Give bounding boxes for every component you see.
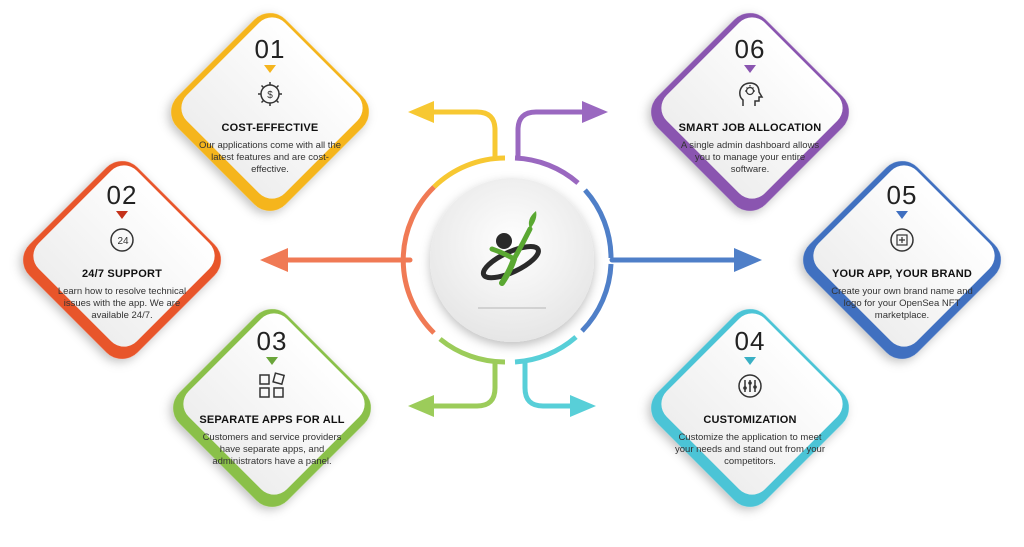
diamond-face (183, 313, 365, 495)
chevron-down-icon (744, 357, 756, 365)
card-number: 02 (106, 180, 138, 210)
card-number: 03 (256, 326, 288, 356)
card-02: 02 24 24/7 SUPPORT Learn how to resolve … (12, 182, 232, 322)
ring-segment-cyan (514, 335, 578, 365)
arrow-head-02 (260, 248, 288, 272)
card-title: SMART JOB ALLOCATION (678, 122, 822, 134)
card-title: COST-EFFECTIVE (221, 122, 319, 134)
card-title: 24/7 SUPPORT (81, 268, 163, 280)
gear-sliders-icon (738, 374, 762, 398)
diamond-frame-01 (171, 13, 369, 211)
arrow-head-06 (582, 101, 608, 123)
ring-segment-green (438, 337, 506, 365)
arrow-head-01 (408, 101, 434, 123)
diamond-frame-06 (651, 13, 849, 211)
person-leaf-logo-icon (480, 211, 541, 286)
card-04: 04 CUSTOMIZATION Customize the applicati… (640, 328, 860, 468)
svg-text:24: 24 (117, 236, 129, 247)
card-description: Our applications come with all the lates… (198, 140, 342, 175)
arrow-to-01 (429, 109, 498, 161)
card-number: 04 (734, 326, 766, 356)
diamond-face (661, 313, 843, 495)
diamond-frame-05 (803, 161, 1001, 359)
svg-text:$: $ (267, 90, 273, 101)
chevron-down-icon (264, 65, 276, 73)
card-number: 05 (886, 180, 918, 210)
card-description: Customers and service providers have sep… (202, 432, 342, 467)
chevron-down-icon (896, 211, 908, 219)
card-03: 03 SEPARATE APPS FOR ALL Customers and s… (162, 328, 382, 468)
diamond-face (33, 165, 215, 347)
ring-segment-blue-upper (583, 188, 614, 259)
card-01: 01 $ COST-EFFECTIVE Our applications com… (160, 36, 380, 176)
diamond-frame-04 (651, 309, 849, 507)
diamond-frame-03 (173, 309, 371, 507)
chevron-down-icon (116, 211, 128, 219)
card-description: Create your own brand name and logo for … (831, 286, 973, 321)
arrow-head-04 (570, 395, 596, 417)
card-description: Customize the application to meet your n… (675, 432, 825, 467)
diamond-face (661, 17, 843, 199)
card-title: CUSTOMIZATION (703, 414, 797, 426)
chevron-down-icon (744, 65, 756, 73)
arrow-to-04 (522, 359, 575, 409)
arrow-to-06 (515, 109, 587, 161)
ring-segment-blue-lower (580, 263, 614, 333)
diamond-face (813, 165, 995, 347)
chevron-down-icon (266, 357, 278, 365)
card-title: SEPARATE APPS FOR ALL (199, 414, 345, 426)
diamond-face (181, 17, 363, 199)
ring-segment-purple (514, 155, 580, 185)
head-bulb-icon (739, 82, 764, 106)
phone-24-icon: 24 (110, 228, 134, 252)
card-title: YOUR APP, YOUR BRAND (831, 268, 973, 280)
center-hub (430, 178, 594, 342)
apps-grid-icon (259, 372, 286, 398)
card-description: A single admin dashboard allows you to m… (680, 140, 820, 175)
card-06: 06 SMART JOB ALLOCATION A single admin d… (640, 36, 860, 176)
gear-brand-icon (890, 228, 914, 252)
diamond-frame-02 (23, 161, 221, 359)
gear-dollar-icon: $ (258, 82, 282, 106)
arrow-head-05 (734, 248, 762, 272)
arrow-head-03 (408, 395, 434, 417)
card-description: Learn how to resolve technical issues wi… (57, 286, 187, 321)
card-number: 06 (734, 34, 766, 64)
arrow-to-03 (429, 359, 498, 409)
card-05: 05 YOUR APP, YOUR BRAND Create your own … (792, 182, 1012, 322)
connector-arrows (260, 101, 762, 417)
card-number: 01 (254, 34, 286, 64)
